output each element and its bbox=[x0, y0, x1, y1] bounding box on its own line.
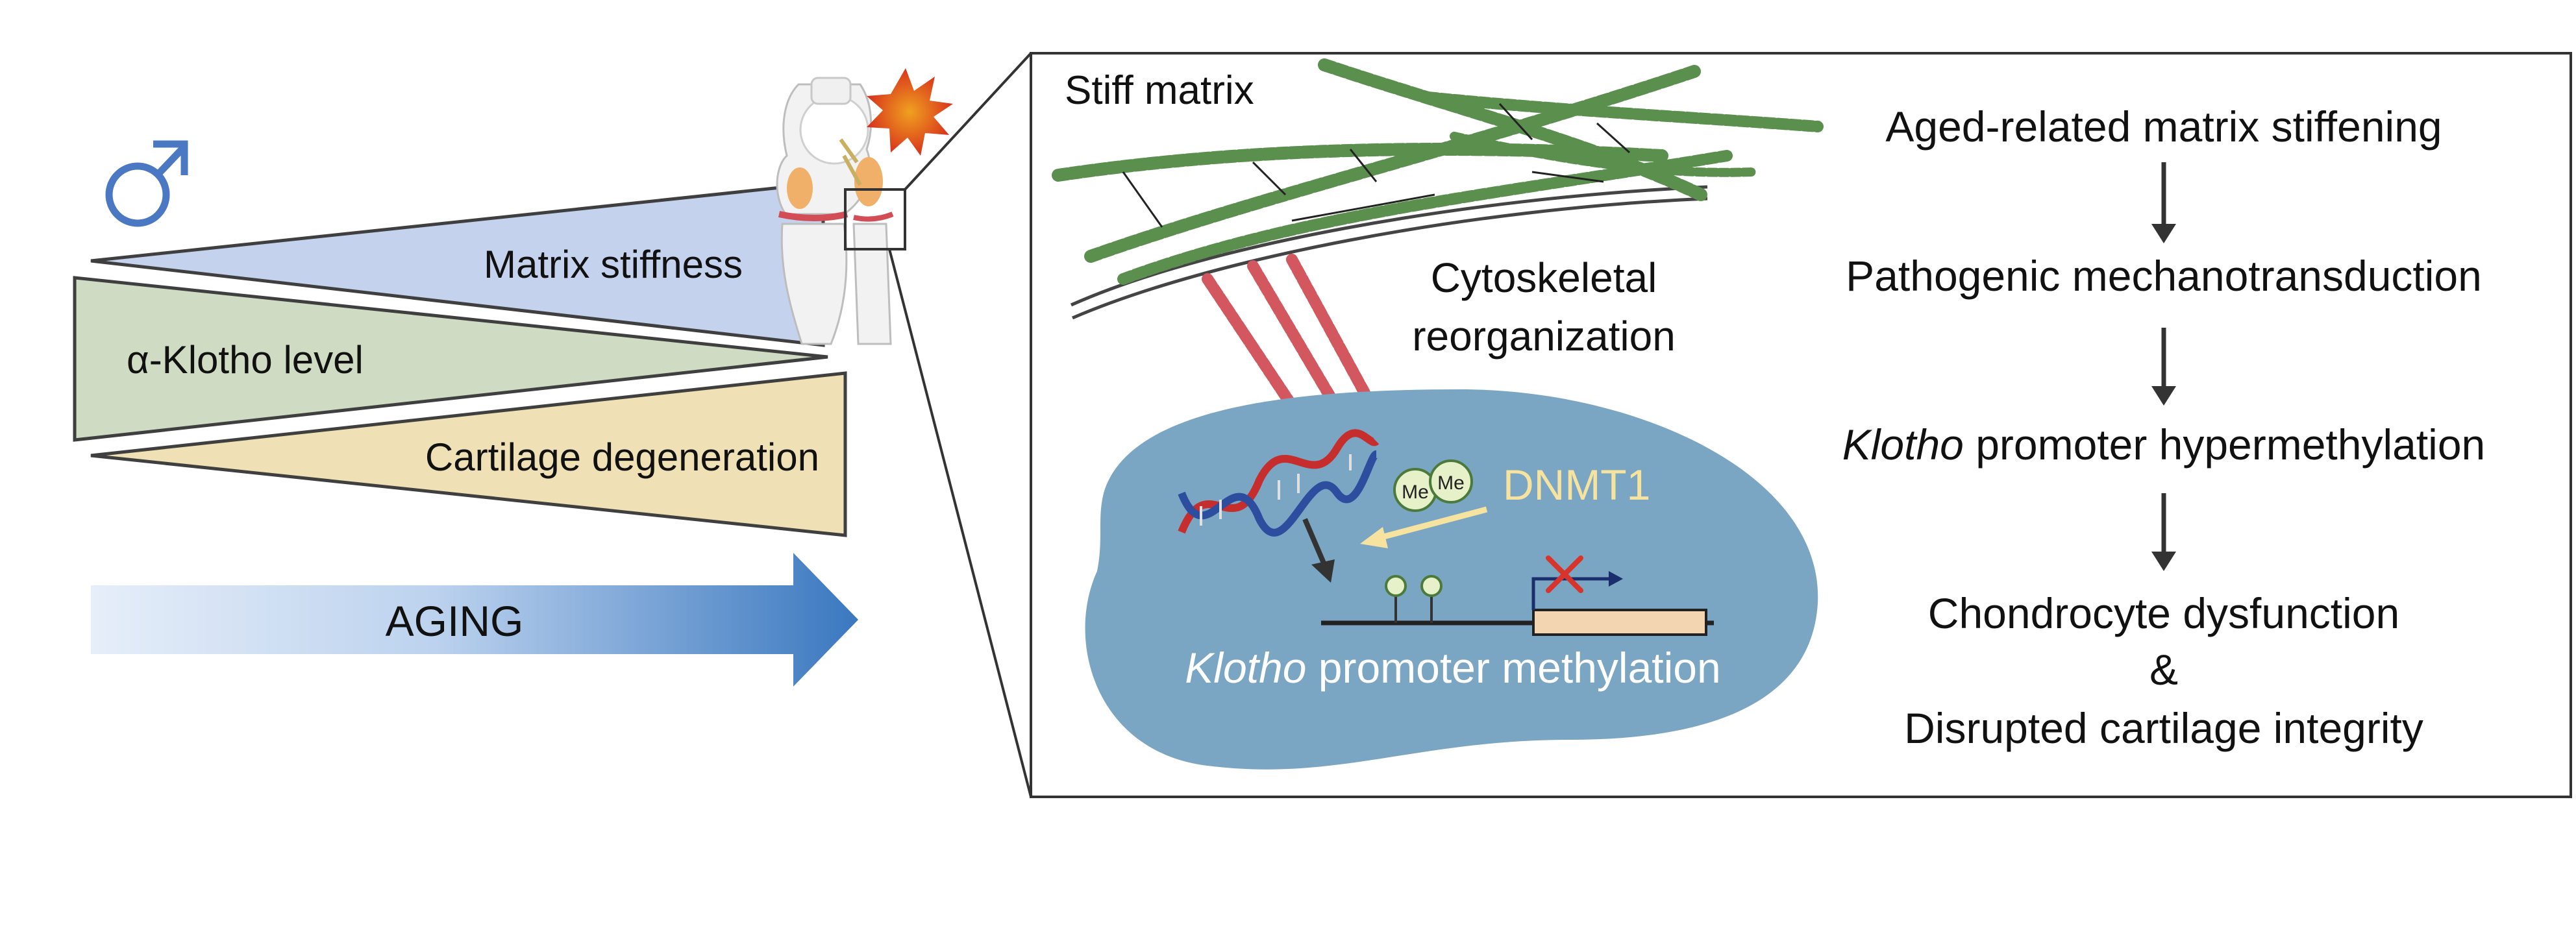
dna-helix-icon bbox=[1178, 429, 1380, 537]
methyl-label-1: Me bbox=[1402, 481, 1429, 503]
stiff-matrix-label: Stiff matrix bbox=[1065, 68, 1254, 113]
pathway-step-1: Aged-related matrix stiffening bbox=[1885, 103, 2442, 151]
nucleus bbox=[1085, 389, 1818, 770]
cytoskeletal-label-line1: Cytoskeletal bbox=[1431, 254, 1657, 301]
matrix-stiffness-wedge: Matrix stiffness bbox=[90, 181, 825, 347]
matrix-crosslinks bbox=[1122, 103, 1631, 228]
zoom-region-box bbox=[844, 188, 906, 250]
knee-joint-illustration bbox=[776, 68, 953, 345]
pathway-step-4-line3: Disrupted cartilage integrity bbox=[1904, 704, 2423, 752]
pathway-step-3: Klotho promoter hypermethylation bbox=[1842, 420, 2486, 469]
cartilage-degeneration-wedge: Cartilage degeneration bbox=[90, 371, 847, 537]
zoom-line-bottom bbox=[888, 249, 1032, 798]
pathway-arrow-1 bbox=[2151, 162, 2176, 243]
stiff-matrix-fibers bbox=[1052, 58, 1824, 285]
dnmt1-arrow bbox=[1360, 506, 1488, 548]
actin-filaments bbox=[1202, 254, 1376, 421]
methyl-label-2: Me bbox=[1437, 472, 1465, 494]
transcription-blocked-icon bbox=[1546, 555, 1583, 593]
pain-burst-icon bbox=[867, 68, 953, 156]
promoter-methylation-label: Klotho promoter methylation bbox=[1185, 644, 1720, 692]
aging-arrow: AGING bbox=[91, 553, 858, 687]
pathway-step-4-line1: Chondrocyte dysfunction bbox=[1928, 589, 2399, 637]
pathway-arrow-2 bbox=[2151, 328, 2176, 406]
klotho-promoter-gene bbox=[1321, 555, 1714, 636]
pathway-arrow-3 bbox=[2151, 493, 2176, 571]
matrix-stiffness-label: Matrix stiffness bbox=[484, 243, 743, 286]
cartilage-degeneration-label: Cartilage degeneration bbox=[425, 435, 819, 479]
pathway-step-2: Pathogenic mechanotransduction bbox=[1846, 252, 2482, 300]
zoom-line-top bbox=[904, 52, 1032, 191]
cytoskeletal-label-line2: reorganization bbox=[1412, 313, 1676, 359]
pathway-steps: Aged-related matrix stiffening Pathogeni… bbox=[1842, 103, 2486, 752]
klotho-level-wedge: α-Klotho level bbox=[73, 276, 828, 442]
male-symbol-icon bbox=[105, 140, 188, 227]
klotho-level-label: α-Klotho level bbox=[127, 338, 364, 382]
methyl-group-icons: Me Me bbox=[1393, 459, 1473, 512]
aging-label: AGING bbox=[386, 597, 524, 645]
pathway-arrows bbox=[2151, 162, 2176, 571]
pathway-step-4-line2: & bbox=[2149, 646, 2178, 694]
methylation-arrow bbox=[1302, 518, 1335, 583]
dnmt1-label: DNMT1 bbox=[1503, 461, 1650, 509]
